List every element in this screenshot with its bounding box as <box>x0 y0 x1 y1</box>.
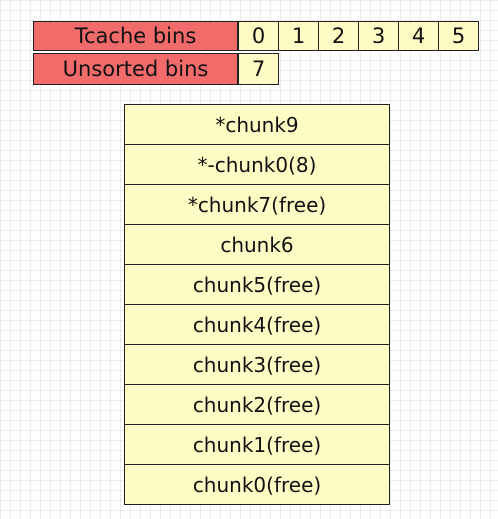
unsorted-bin-slot: 7 <box>238 53 279 85</box>
tcache-bins-label: Tcache bins <box>33 21 238 51</box>
chunk-cell: *-chunk0(8) <box>124 144 390 185</box>
chunk-cell: chunk6 <box>124 224 390 265</box>
chunk-cell: chunk3(free) <box>124 344 390 385</box>
chunk-cell: chunk2(free) <box>124 384 390 425</box>
tcache-bin-slot: 2 <box>318 21 359 51</box>
tcache-bin-slot: 1 <box>278 21 319 51</box>
chunk-cell: chunk1(free) <box>124 424 390 465</box>
tcache-bin-slot: 0 <box>238 21 279 51</box>
chunk-cell: *chunk7(free) <box>124 184 390 225</box>
chunk-cell: chunk4(free) <box>124 304 390 345</box>
tcache-bin-slot: 5 <box>438 21 479 51</box>
chunk-cell: chunk5(free) <box>124 264 390 305</box>
chunk-cell: *chunk9 <box>124 104 390 145</box>
unsorted-bins-label: Unsorted bins <box>33 53 238 85</box>
tcache-bin-slot: 4 <box>398 21 439 51</box>
tcache-bin-slot: 3 <box>358 21 399 51</box>
chunk-cell: chunk0(free) <box>124 464 390 505</box>
